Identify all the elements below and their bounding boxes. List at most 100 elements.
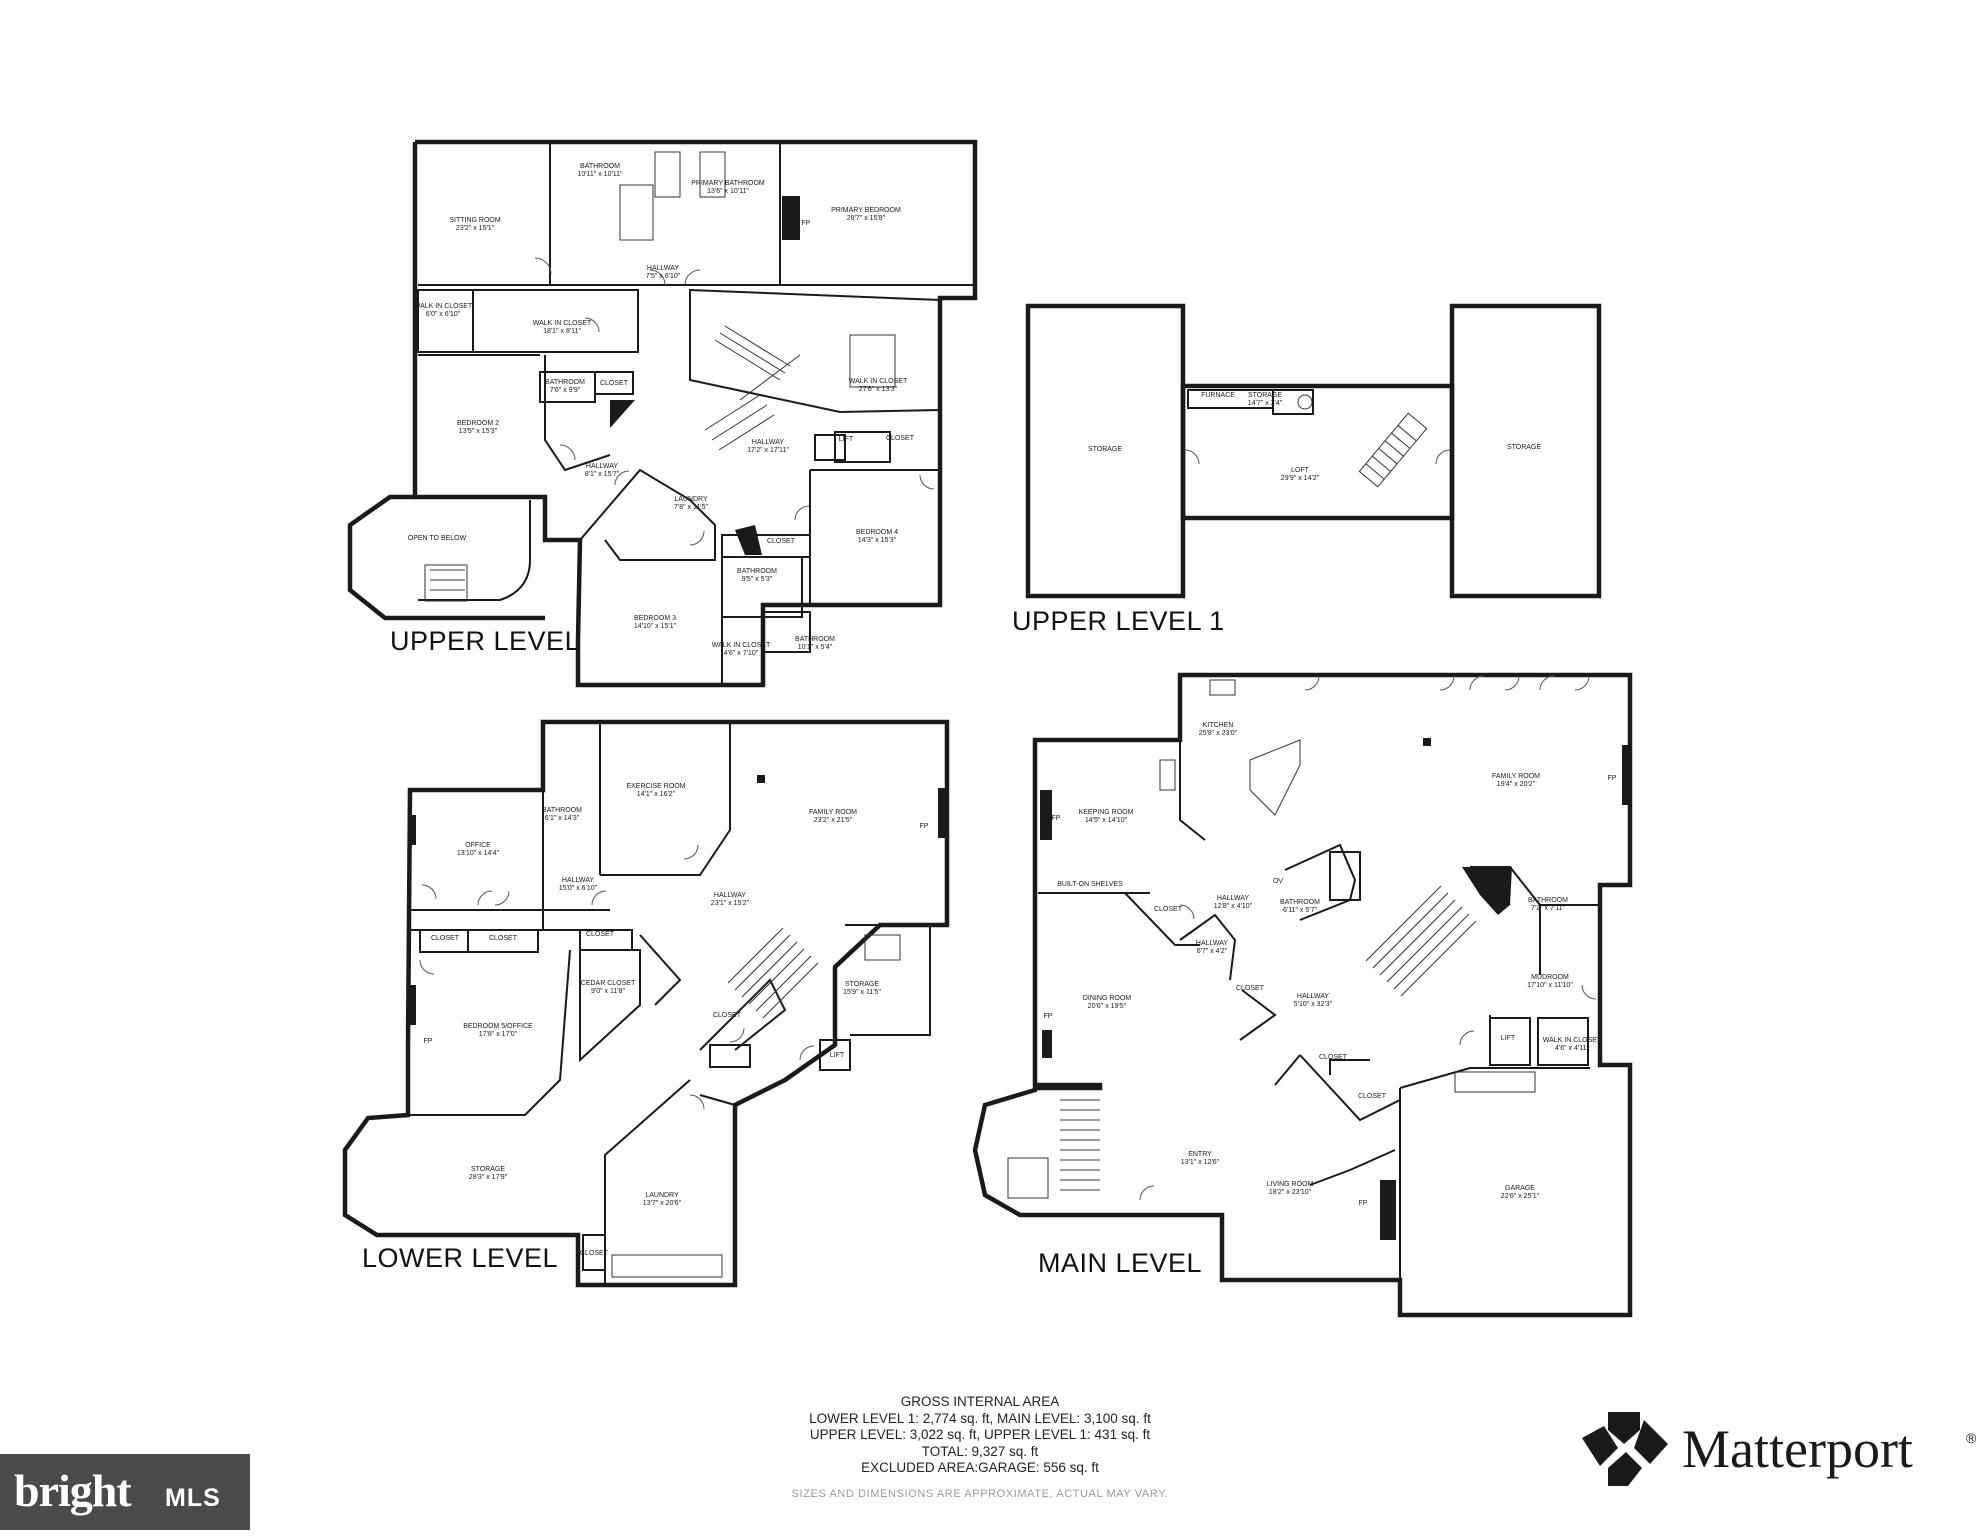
room-dimensions: 25'8" x 23'0"	[1199, 730, 1238, 737]
main-level-label: MAIN LEVEL	[1038, 1248, 1202, 1278]
room-label-furnace: FURNACE	[1201, 392, 1235, 399]
bright-mls-logo: bright MLS	[0, 1454, 250, 1530]
room-name: STORAGE	[471, 1166, 505, 1173]
room-label-l-lift: LIFT	[830, 1052, 845, 1059]
room-name: HALLWAY	[1217, 895, 1249, 902]
room-dimensions: 7'8" x 11'5"	[674, 504, 708, 511]
room-name: WALK IN CLOSET	[712, 642, 771, 649]
lower-level-label: LOWER LEVEL	[362, 1243, 558, 1273]
matterport-logo: Matterport ®	[1578, 1408, 1978, 1488]
room-dimensions: 13'7" x 20'6"	[643, 1200, 682, 1207]
room-dimensions: 4'6" x 7'10"	[724, 650, 759, 657]
room-label-open: OPEN TO BELOW	[408, 535, 467, 542]
room-name: CLOSET	[586, 931, 615, 938]
room-name: GARAGE	[1505, 1185, 1535, 1192]
room-dimensions: 22'6" x 25'1"	[1501, 1193, 1540, 1200]
room-name: HALLWAY	[586, 463, 618, 470]
room-name: LIFT	[1501, 1035, 1516, 1042]
room-name: LAUNDRY	[645, 1192, 679, 1199]
room-name: HALLWAY	[714, 892, 746, 899]
room-name: FAMILY ROOM	[1492, 773, 1540, 780]
room-label-m-closet-a: CLOSET	[1154, 906, 1183, 913]
room-name: STORAGE	[1248, 392, 1282, 399]
room-name: CLOSET	[713, 1012, 742, 1019]
room-name: STORAGE	[1507, 444, 1541, 451]
room-label-l-closet-b: CLOSET	[489, 935, 518, 942]
room-name: MUDROOM	[1531, 974, 1569, 981]
room-label-m-closet-b: CLOSET	[1236, 985, 1265, 992]
room-name: SITTING ROOM	[449, 217, 501, 224]
room-dimensions: 6'11" x 5'7"	[1283, 907, 1317, 914]
room-name: BATHROOM	[545, 379, 585, 386]
mls-wordmark: MLS	[165, 1484, 221, 1512]
room-name: BATHROOM	[1528, 897, 1568, 904]
room-name: BATHROOM	[795, 636, 835, 643]
room-name: KEEPING ROOM	[1079, 809, 1134, 816]
room-dimensions: 7'6" x 9'9"	[550, 387, 581, 394]
lower-level-plan	[342, 719, 950, 1288]
bright-wordmark: bright	[14, 1465, 132, 1516]
room-dimensions: 12'8" x 4'10"	[1214, 903, 1253, 910]
room-dimensions: 23'2" x 21'5"	[814, 817, 853, 824]
room-name: LIFT	[830, 1052, 845, 1059]
room-name: HALLWAY	[1196, 940, 1228, 947]
room-dimensions: 7'5" x 6'10"	[646, 273, 681, 280]
main-level-plan	[972, 672, 1633, 1318]
room-name: BEDROOM 3	[634, 615, 676, 622]
registered-mark: ®	[1966, 1430, 1977, 1446]
room-label-l-closet-e: CLOSET	[580, 1250, 609, 1257]
area-excluded: EXCLUDED AREA:GARAGE: 556 sq. ft	[861, 1460, 1099, 1475]
room-name: BUILT-ON SHELVES	[1057, 881, 1123, 888]
room-dimensions: 18'1" x 8'11"	[543, 328, 581, 335]
room-name: CLOSET	[767, 538, 796, 545]
room-dimensions: 4'6" x 4'11"	[1555, 1045, 1589, 1052]
room-dimensions: 5'10" x 32'3"	[1294, 1001, 1333, 1008]
room-dimensions: 10'1" x 5'4"	[798, 644, 833, 651]
room-dimensions: 14'7" x 3'4"	[1248, 400, 1283, 407]
room-name: OFFICE	[465, 842, 491, 849]
room-name: BATHROOM	[1280, 899, 1320, 906]
room-dimensions: 13'5" x 15'3"	[459, 428, 498, 435]
area-line-1: LOWER LEVEL 1: 2,774 sq. ft, MAIN LEVEL:…	[809, 1410, 1151, 1426]
upper-level-1-plan	[1025, 303, 1602, 599]
room-name: CEDAR CLOSET	[581, 980, 636, 987]
room-name: LIVING ROOM	[1267, 1181, 1314, 1188]
area-total: TOTAL: 9,327 sq. ft	[921, 1443, 1039, 1459]
upper-level-1-label: UPPER LEVEL 1	[1012, 606, 1225, 636]
room-dimensions: 6'0" x 6'10"	[426, 311, 461, 318]
room-name: STORAGE	[845, 981, 879, 988]
matterport-wordmark: Matterport	[1682, 1419, 1913, 1479]
room-dimensions: 15'9" x 11'5"	[843, 989, 881, 996]
room-name: KITCHEN	[1203, 722, 1234, 729]
room-name: HALLWAY	[752, 439, 784, 446]
room-name: CLOSET	[1236, 985, 1265, 992]
room-name: CLOSET	[1319, 1054, 1348, 1061]
room-name: HALLWAY	[562, 877, 594, 884]
